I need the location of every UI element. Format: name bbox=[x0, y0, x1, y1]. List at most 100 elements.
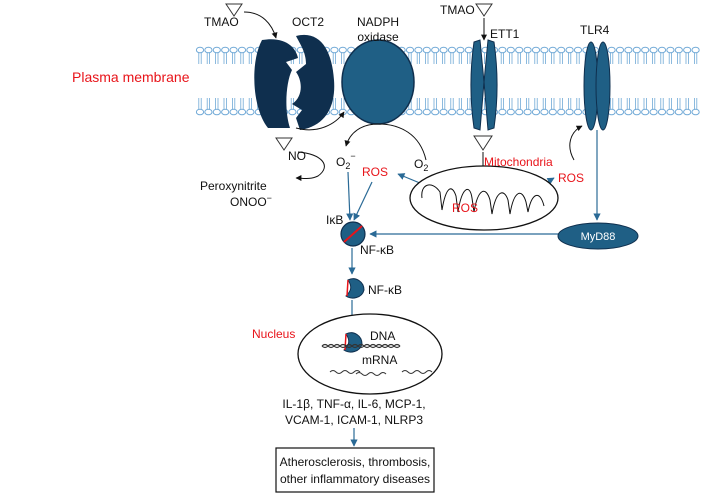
lipid-head bbox=[565, 46, 574, 54]
oct2-label: OCT2 bbox=[292, 15, 324, 29]
lipid-head bbox=[540, 46, 549, 54]
outcome-line1: Atherosclerosis, thrombosis, bbox=[280, 455, 431, 469]
lipid-head bbox=[498, 108, 507, 116]
cytokines-line2: VCAM-1, ICAM-1, NLRP3 bbox=[285, 413, 423, 427]
tmao-triangle-left bbox=[225, 3, 243, 17]
lipid-head bbox=[195, 108, 205, 116]
peroxynitrite-label: Peroxynitrite bbox=[200, 179, 267, 193]
lipid-head bbox=[237, 46, 247, 54]
nfkb-complex-label: NF-κB bbox=[360, 243, 394, 257]
lipid-head bbox=[246, 108, 255, 116]
lipid-head bbox=[431, 108, 440, 116]
tmao-triangle-no bbox=[275, 137, 293, 151]
lipid-head bbox=[405, 108, 415, 116]
lipid-head bbox=[632, 46, 641, 54]
lipid-head bbox=[632, 108, 641, 116]
lipid-head bbox=[523, 108, 532, 116]
lipid-head bbox=[515, 46, 524, 54]
no-label: NO bbox=[288, 149, 306, 163]
cytokines-line1: IL-1β, TNF-α, IL-6, MCP-1, bbox=[282, 397, 425, 411]
lipid-head bbox=[414, 46, 423, 54]
oct2-transporter bbox=[254, 34, 335, 131]
lipid-head bbox=[624, 46, 633, 54]
lipid-head bbox=[212, 108, 221, 116]
lipid-head bbox=[691, 46, 700, 54]
myd88-label: MyD88 bbox=[581, 231, 616, 243]
lipid-head bbox=[683, 108, 692, 116]
tlr4-receptor bbox=[583, 41, 611, 131]
lipid-head bbox=[414, 108, 423, 116]
lipid-head bbox=[666, 108, 675, 116]
nadph-oxidase bbox=[341, 39, 415, 125]
lipid-head bbox=[212, 46, 221, 54]
lipid-head bbox=[456, 46, 465, 54]
lipid-head bbox=[237, 108, 247, 116]
nucleus bbox=[297, 313, 443, 395]
nucleus-label: Nucleus bbox=[252, 327, 295, 341]
ett1-transporter bbox=[470, 39, 498, 131]
ros-mito-label: ROS bbox=[452, 201, 478, 215]
lipid-head bbox=[565, 108, 574, 116]
tmao-right-label: TMAO bbox=[440, 3, 475, 17]
myd88-adaptor bbox=[557, 222, 639, 250]
lipid-head bbox=[615, 46, 625, 54]
no-superoxide-to-onoo-arrow bbox=[295, 151, 325, 182]
nfkb-free-icon bbox=[345, 278, 365, 299]
lipid-head bbox=[557, 46, 566, 54]
oct2-to-nadph-arrow bbox=[295, 111, 345, 131]
nadph-label-line2: oxidase bbox=[357, 30, 399, 44]
ikb-nfkb-complex bbox=[340, 221, 366, 247]
superoxide-label: O2− bbox=[336, 151, 356, 171]
lipid-head bbox=[229, 46, 238, 54]
lipid-head bbox=[657, 46, 667, 54]
lipid-head bbox=[540, 108, 549, 116]
lipid-head bbox=[607, 46, 616, 54]
mrna-strand-1 bbox=[329, 370, 361, 374]
plasma-membrane-label: Plasma membrane bbox=[72, 69, 190, 85]
lipid-head bbox=[674, 46, 683, 54]
mitochondrion bbox=[409, 165, 559, 231]
lipid-head bbox=[338, 46, 347, 54]
mrna-strand-3 bbox=[401, 370, 433, 374]
lipid-head bbox=[615, 108, 625, 116]
mitochondria-label: Mitochondria bbox=[484, 155, 553, 169]
lipid-head bbox=[195, 46, 205, 54]
lipid-head bbox=[431, 46, 440, 54]
ikb-label: IκB bbox=[326, 213, 343, 227]
lipid-head bbox=[666, 46, 675, 54]
onoo-label: ONOO− bbox=[230, 193, 272, 209]
lipid-head bbox=[439, 108, 448, 116]
lipid-head bbox=[691, 108, 700, 116]
lipid-head bbox=[506, 46, 515, 54]
outcome-line2: other inflammatory diseases bbox=[280, 472, 430, 486]
lipid-head bbox=[464, 108, 473, 116]
lipid-head bbox=[683, 46, 692, 54]
lipid-head bbox=[506, 108, 515, 116]
ros-left-label: ROS bbox=[362, 165, 388, 179]
lipid-head bbox=[447, 108, 457, 116]
lipid-head bbox=[221, 108, 230, 116]
tmao-triangle-mito bbox=[473, 135, 493, 151]
nadph-label-line1: NADPH bbox=[357, 15, 399, 29]
lipid-head bbox=[221, 46, 230, 54]
dna-strand-2 bbox=[321, 343, 401, 349]
lipid-head bbox=[624, 108, 633, 116]
lipid-head bbox=[246, 46, 255, 54]
tlr4-label: TLR4 bbox=[580, 23, 610, 37]
outcome-box bbox=[275, 447, 435, 493]
superoxide-to-nfkb-arrow bbox=[346, 171, 354, 221]
lipid-head bbox=[674, 108, 683, 116]
lipid-head bbox=[405, 46, 415, 54]
dna-label: DNA bbox=[370, 329, 395, 343]
ros-right-label: ROS bbox=[558, 171, 584, 185]
lipid-head bbox=[204, 108, 213, 116]
lipid-head bbox=[330, 46, 339, 54]
lipid-head bbox=[439, 46, 448, 54]
lipid-head bbox=[229, 108, 238, 116]
lipid-head bbox=[641, 46, 650, 54]
lipid-head bbox=[573, 108, 583, 116]
lipid-head bbox=[464, 46, 473, 54]
lipid-head bbox=[531, 46, 541, 54]
